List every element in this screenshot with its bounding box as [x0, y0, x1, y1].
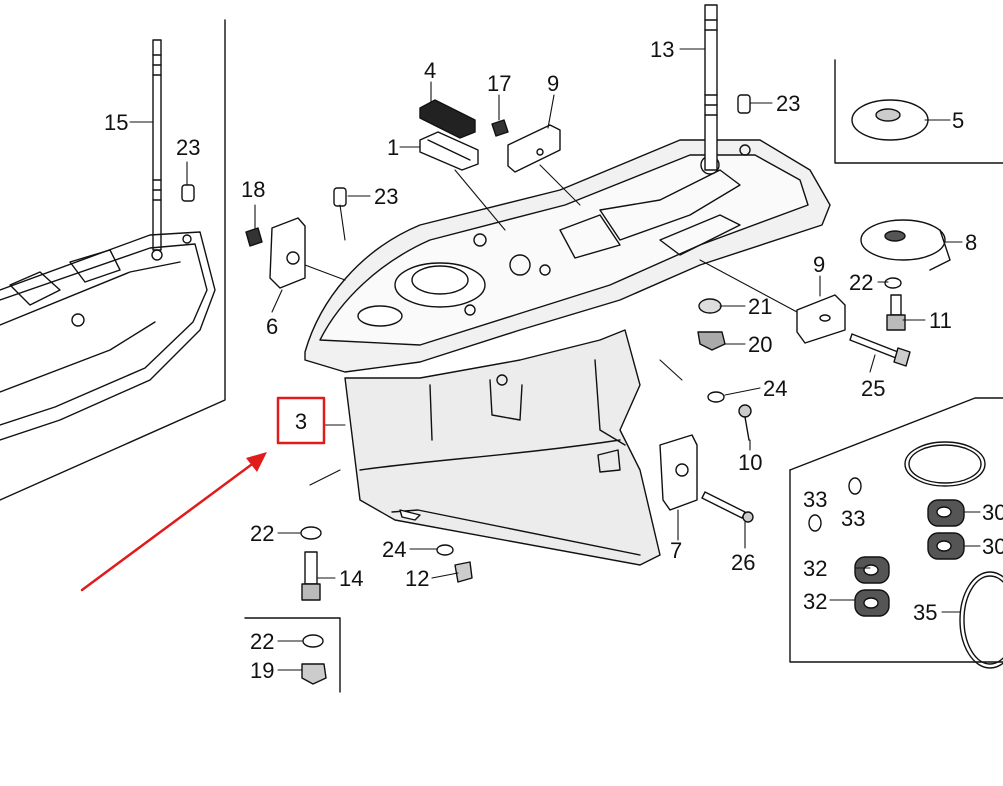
callout-33: 33 [841, 506, 865, 531]
callout-24: 24 [763, 376, 787, 401]
long-stud [333, 4, 751, 207]
highlight-label: 3 [295, 409, 307, 434]
callout-22: 22 [250, 629, 274, 654]
callout-10: 10 [738, 450, 762, 475]
callout-9: 9 [547, 71, 559, 96]
callout-7: 7 [670, 538, 682, 563]
callout-12: 12 [405, 566, 429, 591]
callout-30: 30 [982, 534, 1003, 559]
callout-26: 26 [731, 550, 755, 575]
callout-33: 33 [803, 487, 827, 512]
callout-6: 6 [266, 314, 278, 339]
callout-5: 5 [952, 108, 964, 133]
reference-gear-case [0, 39, 216, 441]
callout-22: 22 [849, 270, 873, 295]
callout-13: 13 [650, 37, 674, 62]
callout-19: 19 [250, 658, 274, 683]
highlight-box [276, 396, 326, 445]
callout-23: 23 [374, 184, 398, 209]
leader-lines [129, 48, 981, 671]
callout-35: 35 [913, 600, 937, 625]
callout-14: 14 [339, 566, 363, 591]
callout-1: 1 [387, 135, 399, 160]
highlight-arrow-head [246, 452, 267, 472]
callout-24: 24 [382, 537, 406, 562]
callout-9: 9 [813, 252, 825, 277]
callout-15: 15 [104, 110, 128, 135]
callout-30: 30 [982, 500, 1003, 525]
callout-8: 8 [965, 230, 977, 255]
small-parts [245, 99, 1003, 685]
panel-frames [0, 19, 1003, 693]
callout-32: 32 [803, 556, 827, 581]
gear-case-housing [304, 139, 831, 566]
callout-25: 25 [861, 376, 885, 401]
callout-21: 21 [748, 294, 772, 319]
callout-labels: 15 23 18 6 4 17 9 1 23 13 23 5 8 9 22 11… [104, 37, 1003, 683]
callout-32: 32 [803, 589, 827, 614]
callout-4: 4 [424, 58, 436, 83]
callout-17: 17 [487, 71, 511, 96]
callout-18: 18 [241, 177, 265, 202]
callout-23: 23 [176, 135, 200, 160]
highlight-marker: 3 [80, 396, 326, 592]
highlight-arrow-shaft [80, 460, 257, 592]
callout-22: 22 [250, 521, 274, 546]
callout-11: 11 [929, 308, 952, 333]
callout-20: 20 [748, 332, 772, 357]
callout-23: 23 [776, 91, 800, 116]
